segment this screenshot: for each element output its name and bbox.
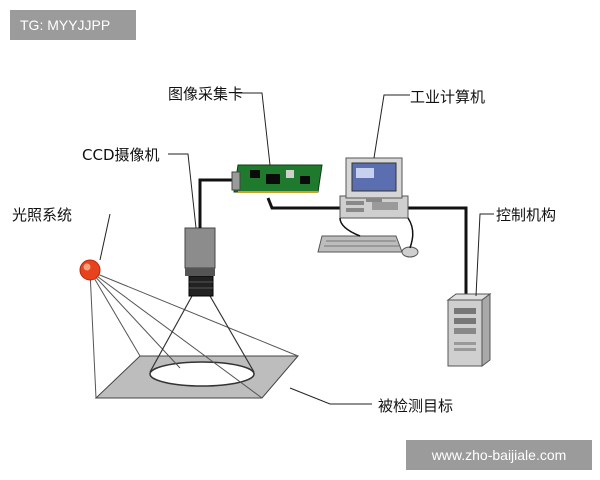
ccd-camera-neck	[185, 268, 215, 276]
target-label: 被检测目标	[378, 397, 454, 415]
capture-card-icon	[231, 164, 323, 193]
camera-cone	[149, 295, 255, 373]
camera-field-ellipse	[149, 361, 255, 387]
capture-card-label: 图像采集卡	[168, 85, 244, 103]
lighting-label: 光照系统	[12, 206, 73, 224]
ccd-camera-lens	[188, 275, 214, 297]
control-tower-icon	[446, 293, 492, 367]
tg-watermark: TG: MYYJJPP	[10, 10, 136, 40]
leader-lines	[99, 92, 494, 405]
light-source-icon	[79, 259, 101, 281]
control-label: 控制机构	[496, 206, 557, 224]
computer-icon	[317, 157, 419, 258]
site-watermark: www.zho-baijiale.com	[406, 440, 592, 470]
ccd-camera-body	[184, 227, 216, 269]
ccd-camera-label: CCD摄像机	[82, 146, 160, 164]
light-source-highlight	[83, 263, 91, 271]
light-rays	[89, 270, 299, 399]
connection-cables	[198, 178, 468, 300]
computer-label: 工业计算机	[410, 88, 486, 106]
